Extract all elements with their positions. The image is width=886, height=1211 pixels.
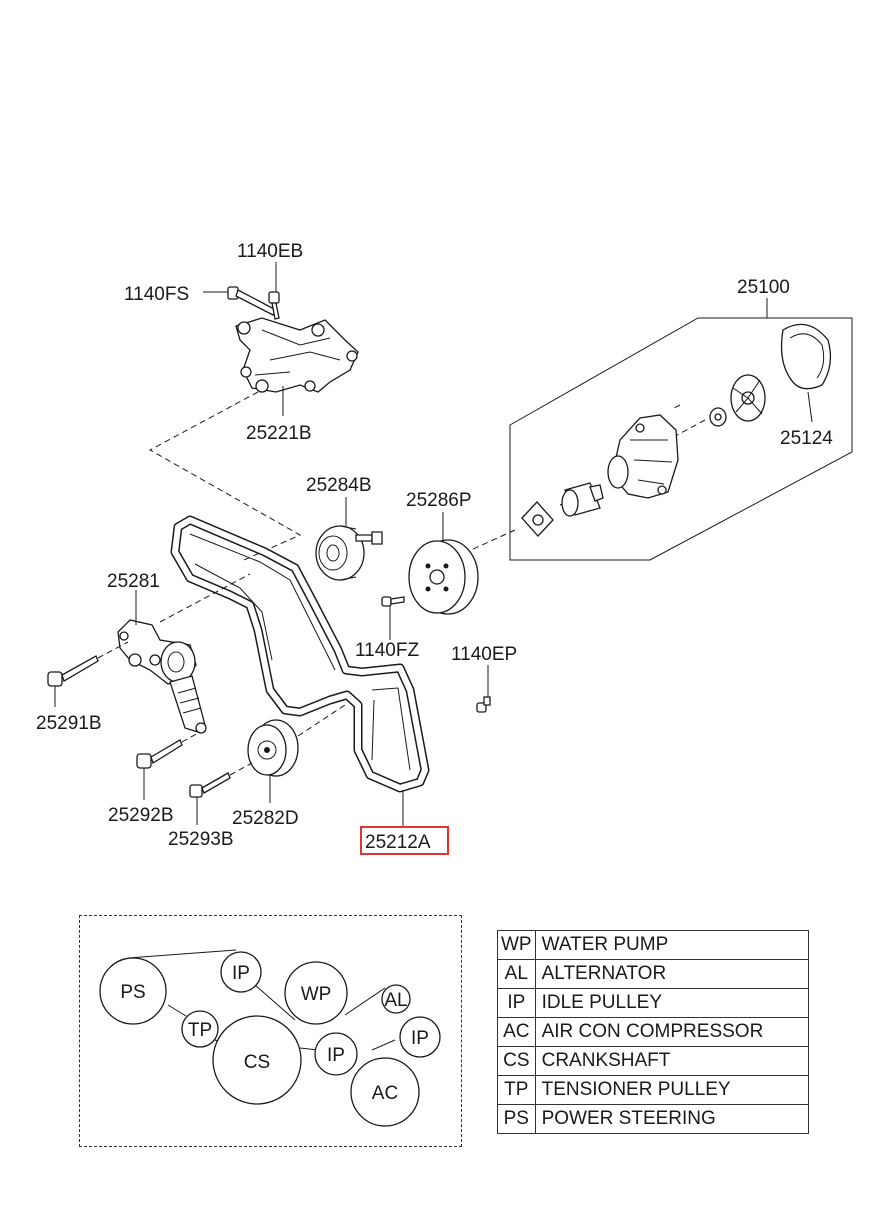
dashed-guide-tensioner [159,573,251,623]
abbr-name: IDLE PULLEY [534,988,809,1018]
bolt-1140EB [268,291,280,320]
leader-25124 [807,391,813,423]
impeller [730,374,766,422]
bolt-25292B [136,739,183,769]
routing-cs-circle [212,1015,302,1105]
routing-ip3-circle [314,1032,358,1076]
table-row: AL ALTERNATOR [497,959,809,989]
table-row: PS POWER STEERING [497,1104,809,1134]
part-label-25212A: 25212A [365,832,431,853]
assembly-frame-25100 [509,317,853,561]
abbr-code: CS [497,1046,536,1076]
bolt-1140FS [227,286,277,316]
belt-routing-frame [79,915,462,1147]
table-row: CS CRANKSHAFT [497,1046,809,1076]
part-label-25221B: 25221B [246,423,312,444]
routing-label-cs: CS [244,1052,270,1073]
routing-tp-circle [181,1010,219,1048]
abbreviation-table: WP WATER PUMP AL ALTERNATOR IP IDLE PULL… [497,930,809,1134]
routing-label-ps: PS [120,982,145,1003]
routing-wp-circle [284,961,348,1025]
abbr-name: ALTERNATOR [534,959,809,989]
routing-label-wp: WP [301,984,332,1005]
pump-pulley-25286P [408,539,479,615]
part-label-25291B: 25291B [36,713,102,734]
routing-ac-circle [350,1057,420,1127]
routing-label-ac: AC [372,1083,398,1104]
part-label-1140EB: 1140EB [237,241,303,262]
routing-label-ip3: IP [327,1045,345,1066]
abbr-code: WP [497,930,536,960]
pump-shaft-bearing [561,482,604,517]
routing-al-circle [381,984,411,1014]
part-label-1140FS: 1140FS [124,284,189,305]
abbr-name: AIR CON COMPRESSOR [534,1017,809,1047]
belt-routing-schematic: PS IP WP AL IP TP CS IP AC [99,949,441,1127]
dashed-guide-25293B [229,762,253,776]
abbr-name: POWER STEERING [534,1104,809,1134]
water-pump-housing [607,414,679,499]
part-label-25284B: 25284B [306,475,372,496]
abbr-code: PS [497,1104,536,1134]
highlight-box-25212A [360,826,449,855]
idle-pulley-25282D [247,719,299,777]
table-row: TP TENSIONER PULLEY [497,1075,809,1105]
abbr-name: TENSIONER PULLEY [534,1075,809,1105]
bolt-1140EP [476,696,491,713]
dashed-guide-25292B [181,731,201,743]
part-label-25124: 25124 [780,428,833,449]
dashed-guide-bracket [148,391,302,561]
routing-ip1-circle [220,951,262,993]
routing-label-tp: TP [188,1020,212,1041]
table-row: WP WATER PUMP [497,930,809,960]
routing-label-al: AL [384,990,407,1011]
part-label-25281: 25281 [107,571,160,592]
pump-hub-flange [521,501,554,537]
drive-belt-25212A [170,515,430,793]
abbr-code: IP [497,988,536,1018]
dashed-guide-25291B [97,641,129,659]
table-row: AC AIR CON COMPRESSOR [497,1017,809,1047]
routing-label-ip1: IP [232,963,250,984]
tensioner-25281 [117,619,207,734]
seal [709,407,727,427]
abbr-code: AC [497,1017,536,1047]
abbr-name: WATER PUMP [534,930,809,960]
part-label-1140EP: 1140EP [451,644,517,665]
part-label-25282D: 25282D [232,808,299,829]
abbr-code: TP [497,1075,536,1105]
gasket-25124 [780,323,832,390]
idle-pulley-25284B [315,525,383,581]
bolt-1140FZ [381,596,405,607]
part-label-25286P: 25286P [406,490,472,511]
abbr-code: AL [497,959,536,989]
dashed-guide-pump [459,404,706,556]
routing-ip2-circle [399,1016,441,1058]
bolt-25291B [47,655,99,687]
part-label-25292B: 25292B [108,805,174,826]
table-row: IP IDLE PULLEY [497,988,809,1018]
abbr-name: CRANKSHAFT [534,1046,809,1076]
routing-ps-circle [99,957,167,1025]
part-label-1140FZ: 1140FZ [355,640,419,661]
part-label-25293B: 25293B [168,829,234,850]
bracket-25221B [235,317,359,393]
bolt-25293B [189,772,231,798]
part-label-25100: 25100 [737,277,790,298]
routing-label-ip2: IP [411,1028,429,1049]
